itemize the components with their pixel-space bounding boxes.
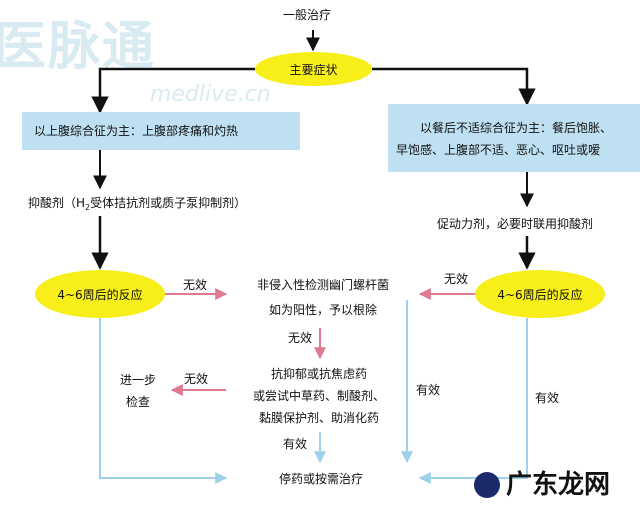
stop-or-on-demand-label: 停药或按需治疗 <box>278 472 363 486</box>
right-reaction-label: 4~6周后的反应 <box>497 287 583 302</box>
main-symptom-label: 主要症状 <box>289 62 338 77</box>
main-symptom-node: 主要症状 <box>255 52 372 86</box>
edge-label-right-valid: 有效 <box>535 391 560 405</box>
edge-label-hp-invalid: 无效 <box>288 331 313 345</box>
edge-label-right-invalid: 无效 <box>444 272 469 286</box>
left-reaction-node: 4~6周后的反应 <box>35 270 165 318</box>
watermark-logo: 医脉通 <box>0 17 157 77</box>
epigastric-pain-syndrome-label: 以上腹综合征为主：上腹部疼痛和灼热 <box>34 124 239 138</box>
brand-name: 广东龙网 <box>506 470 611 500</box>
left-reaction-label: 4~6周后的反应 <box>57 287 143 302</box>
hp-test-line1: 非侵入性检测幽门螺杆菌 <box>256 278 389 292</box>
edge-label-anti-valid: 有效 <box>283 437 308 451</box>
brand-logo-icon <box>474 472 500 498</box>
acid-suppressant-subscript: 2 <box>85 203 91 212</box>
brand-badge: 广东龙网 <box>468 466 634 506</box>
postprandial-distress-line2: 早饱感、上腹部不适、恶心、呕吐或嗳 <box>396 143 601 157</box>
antidepressant-line2: 或尝试中草药、制酸剂、 <box>252 389 385 403</box>
right-reaction-node: 4~6周后的反应 <box>475 270 605 318</box>
antidepressant-line3: 黏膜保护剂、助消化药 <box>258 411 379 425</box>
edge-label-anti-invalid: 无效 <box>184 372 209 386</box>
postprandial-distress-line1: 以餐后不适综合征为主：餐后饱胀、 <box>420 121 613 135</box>
edge-label-left-invalid: 无效 <box>183 278 208 292</box>
acid-suppressant-label: 抑酸剂（H2受体拮抗剂或质子泵抑制剂） <box>28 196 246 215</box>
general-treatment-label: 一般治疗 <box>283 8 332 22</box>
edge-label-mid-valid: 有效 <box>416 383 441 397</box>
hp-test-line2: 如为阳性，予以根除 <box>268 303 377 317</box>
acid-suppressant-text-a: 抑酸剂（H <box>28 196 86 210</box>
further-exam-line1: 进一步 <box>119 373 156 387</box>
watermark-url: medlive.cn <box>150 82 271 107</box>
antidepressant-line1: 抗抑郁或抗焦虑药 <box>270 367 367 381</box>
epigastric-pain-syndrome-box <box>22 112 300 150</box>
postprandial-distress-box <box>388 104 640 172</box>
further-exam-line2: 检查 <box>125 395 150 409</box>
acid-suppressant-text-b: 受体拮抗剂或质子泵抑制剂） <box>90 196 247 210</box>
prokinetic-label: 促动力剂，必要时联用抑酸剂 <box>437 217 594 231</box>
